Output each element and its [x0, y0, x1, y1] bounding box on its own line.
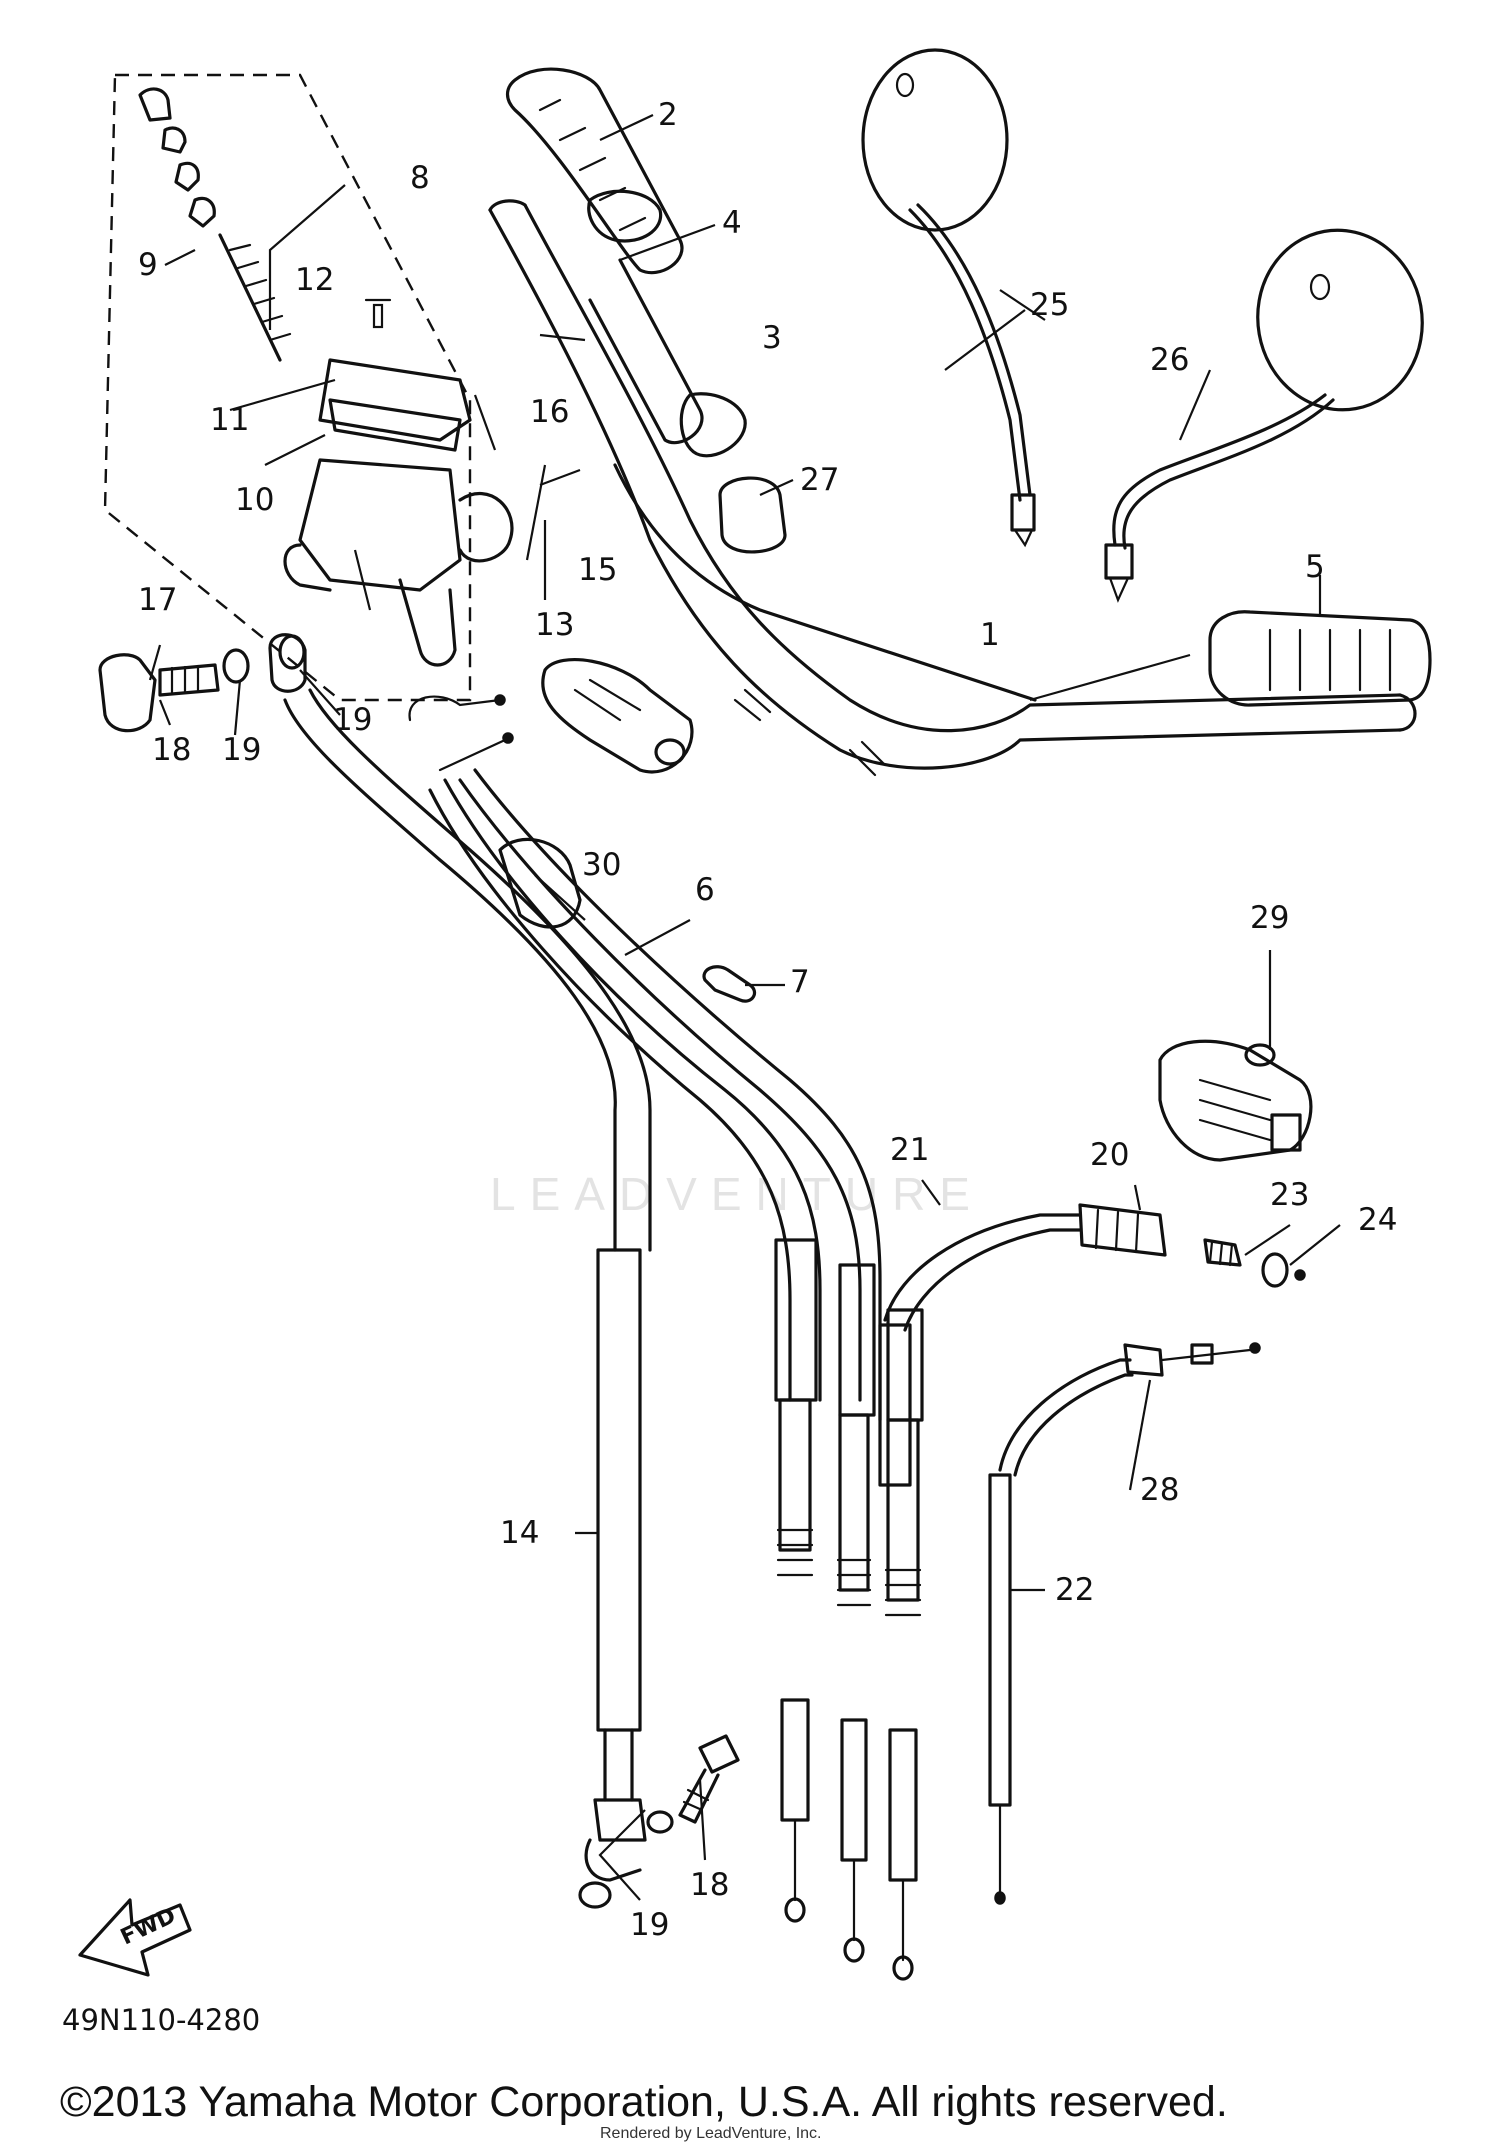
callout-19-right: 19: [333, 702, 372, 738]
master-cylinder-group-8: [103, 73, 514, 702]
callout-22: 22: [1055, 1572, 1094, 1608]
right-grip: [505, 67, 747, 458]
cable-28-22: [988, 1342, 1261, 1905]
choke-cable-21-20-23-24: [878, 1203, 1306, 1487]
callout-21: 21: [890, 1132, 929, 1168]
callout-18-upper: 18: [152, 732, 191, 768]
callout-3: 3: [762, 320, 782, 356]
callout-25: 25: [1030, 287, 1069, 323]
callout-10: 10: [235, 482, 274, 518]
callout-5: 5: [1305, 549, 1325, 585]
grip-end-27: [718, 476, 787, 554]
callout-9: 9: [138, 247, 158, 283]
fwd-label: FWD: [117, 1903, 180, 1950]
callout-23: 23: [1270, 1177, 1309, 1213]
leader-lines: [148, 114, 1341, 1901]
callout-13: 13: [535, 607, 574, 643]
cable-14: [283, 688, 674, 1909]
throttle-cables-6: [408, 694, 924, 1981]
diagram-code: 49N110-4280: [62, 2003, 260, 2037]
callout-28: 28: [1140, 1472, 1179, 1508]
callout-14: 14: [500, 1515, 539, 1551]
left-grip: [1208, 610, 1432, 707]
copyright-text: ©2013 Yamaha Motor Corporation, U.S.A. A…: [60, 2078, 1228, 2126]
callouts: 2 4 3 27 25 26 5 1 6 7 8 9 12 11 10 16 1…: [138, 97, 1397, 1943]
callout-29: 29: [1250, 900, 1289, 936]
callout-19-lower: 19: [630, 1907, 669, 1943]
bolt-18-lower: [678, 1734, 740, 1824]
handlebar: [488, 199, 1417, 777]
mirror-right: [861, 48, 1036, 548]
fwd-arrow-icon: FWD: [78, 1898, 192, 1977]
watermark-text: LEADVENTURE: [490, 1168, 984, 1220]
callout-30: 30: [582, 847, 621, 883]
banjo-bolt-17-18-19: [98, 633, 307, 733]
callout-7: 7: [790, 964, 810, 1000]
callout-8: 8: [410, 160, 430, 196]
callout-19-left: 19: [222, 732, 261, 768]
callout-4: 4: [722, 205, 742, 241]
throttle-housing-30: [541, 658, 694, 774]
callout-2: 2: [658, 97, 678, 133]
callout-6: 6: [695, 872, 715, 908]
callout-27: 27: [800, 462, 839, 498]
callout-18-lower: 18: [690, 1867, 729, 1903]
mirror-left: [1104, 228, 1424, 603]
callout-24: 24: [1358, 1202, 1397, 1238]
rendered-by-text: Rendered by LeadVenture, Inc.: [600, 2125, 822, 2142]
callout-26: 26: [1150, 342, 1189, 378]
callout-17: 17: [138, 582, 177, 618]
callout-16: 16: [530, 394, 569, 430]
callout-20: 20: [1090, 1137, 1129, 1173]
callout-1: 1: [980, 617, 1000, 653]
callout-12: 12: [295, 262, 334, 298]
callout-11: 11: [210, 402, 249, 438]
callout-15: 15: [578, 552, 617, 588]
switch-29: [1158, 1039, 1313, 1162]
